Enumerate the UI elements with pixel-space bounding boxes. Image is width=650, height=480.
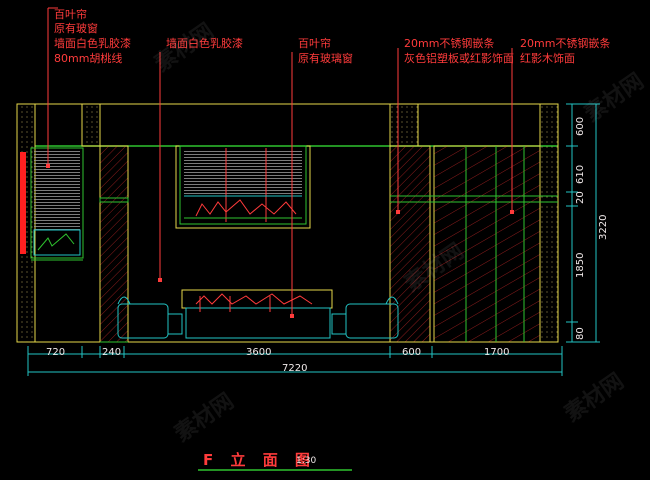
label-walnut-trim: 80mm胡桃线 bbox=[54, 52, 123, 65]
label-wall-paint-mid: 墙面白色乳胶漆 bbox=[166, 37, 243, 50]
dim-v-600: 600 bbox=[575, 116, 586, 136]
dim-v-610: 610 bbox=[575, 164, 586, 184]
sofa-left bbox=[117, 296, 183, 339]
center-window bbox=[175, 145, 311, 229]
vertical-dimension-lines bbox=[566, 103, 600, 343]
leader-lines bbox=[47, 7, 513, 316]
dim-v-total: 3220 bbox=[598, 214, 609, 240]
left-wall-panel bbox=[99, 145, 129, 343]
ceiling-bulkhead bbox=[35, 103, 559, 147]
label-steel-strip-1: 20mm不锈钢嵌条 bbox=[404, 37, 495, 50]
label-original-window-left: 原有玻窗 bbox=[54, 22, 98, 35]
dim-h-overall: 7220 bbox=[282, 363, 308, 374]
dim-h-720: 720 bbox=[46, 347, 66, 358]
label-blinds-left: 百叶帘 bbox=[54, 8, 87, 21]
sofa-right bbox=[331, 296, 399, 339]
label-blinds-mid: 百叶帘 bbox=[298, 37, 331, 50]
drawing-scale: 1:30 bbox=[296, 456, 317, 466]
dim-v-1850: 1850 bbox=[575, 252, 586, 278]
dim-v-80: 80 bbox=[575, 327, 586, 340]
label-panel-finish-1: 灰色铝塑板或红影饰面 bbox=[404, 52, 514, 65]
left-window bbox=[30, 147, 84, 261]
label-wall-paint-left: 墙面白色乳胶漆 bbox=[54, 37, 131, 50]
dim-h-240: 240 bbox=[102, 347, 122, 358]
red-trim-strip bbox=[20, 152, 26, 254]
drawing-title: F 立 面 图 bbox=[203, 451, 316, 469]
label-wood-finish-2: 红影木饰面 bbox=[520, 52, 575, 65]
label-original-glass-mid: 原有玻璃窗 bbox=[298, 52, 353, 65]
dim-v-20: 20 bbox=[575, 191, 586, 204]
sofa-center bbox=[181, 289, 333, 339]
horizontal-dimension-lines bbox=[27, 346, 563, 376]
right-wall-panels bbox=[389, 145, 558, 343]
label-steel-strip-2: 20mm不锈钢嵌条 bbox=[520, 37, 611, 50]
dim-h-1700: 1700 bbox=[484, 347, 510, 358]
dim-h-600: 600 bbox=[402, 347, 422, 358]
dim-h-3600: 3600 bbox=[246, 347, 272, 358]
leader-ticks bbox=[46, 164, 514, 318]
